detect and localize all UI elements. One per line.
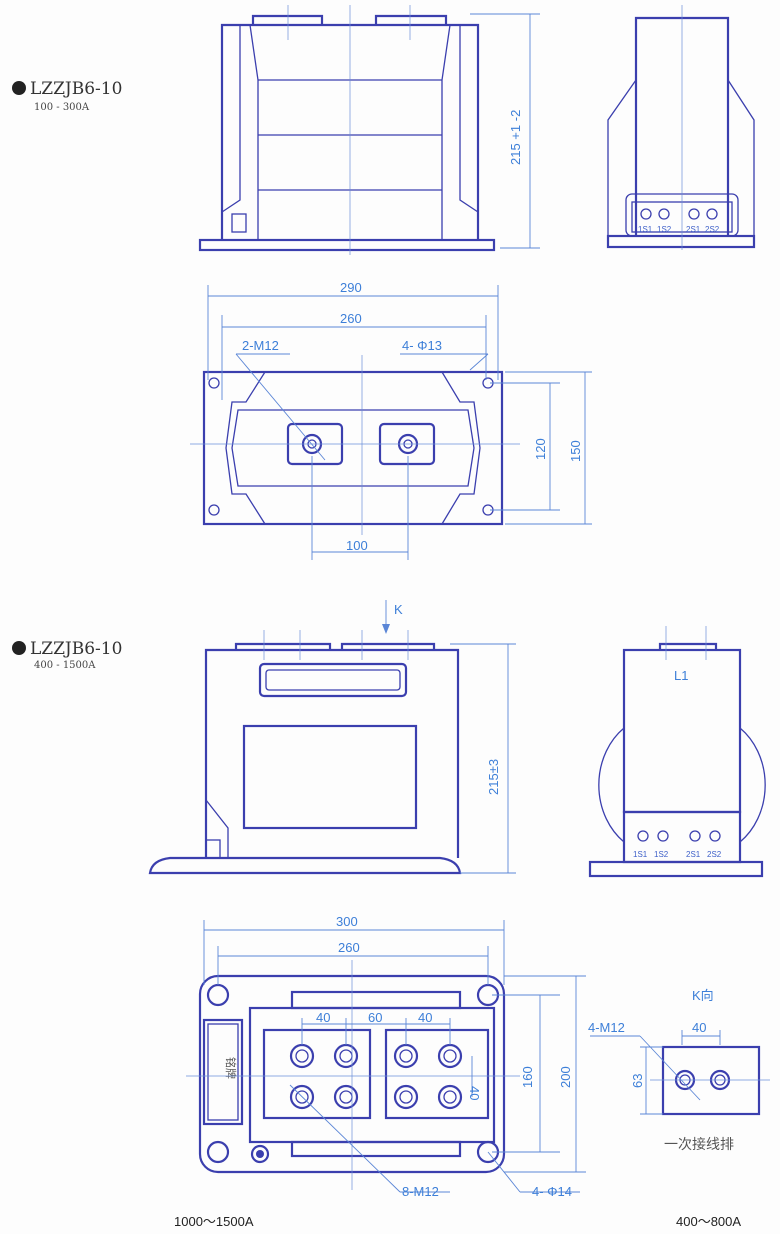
side-view-large — [588, 626, 766, 878]
dim-40-b: 40 — [418, 1010, 432, 1025]
dim-300: 300 — [336, 914, 358, 929]
hole-label-4-d14: 4- Φ14 — [532, 1184, 572, 1199]
range-label-2: 400 - 1500A — [34, 660, 96, 671]
plan-view-small — [190, 285, 592, 560]
dim-40-vertical: 40 — [467, 1086, 482, 1100]
k-arrow-label: K — [394, 602, 403, 617]
hole-label-4-d13: 4- Φ13 — [402, 338, 442, 353]
front-view-large — [148, 600, 516, 875]
k-view-dim-63: 63 — [630, 1074, 645, 1088]
dim-120: 120 — [533, 438, 548, 460]
model-label-2: LZZJB6-10 — [30, 639, 122, 659]
svg-text:1S2: 1S2 — [654, 850, 669, 859]
dim-150: 150 — [568, 440, 583, 462]
svg-text:1S2: 1S2 — [657, 225, 672, 234]
range-label-1: 100 - 300A — [34, 102, 90, 113]
dim-40-a: 40 — [316, 1010, 330, 1025]
dim-260-b: 260 — [338, 940, 360, 955]
k-view-busbar — [590, 1030, 770, 1116]
dim-260: 260 — [340, 311, 362, 326]
bullet-icon — [12, 81, 26, 95]
k-view-bolt-label: 4-M12 — [588, 1020, 625, 1035]
caption-left: 1000～1500A — [174, 1214, 254, 1229]
bolt-label-2-m12: 2-M12 — [242, 338, 279, 353]
dim-200: 200 — [558, 1066, 573, 1088]
bullet-icon — [12, 641, 26, 655]
k-view-caption: 一次接线排 — [664, 1136, 734, 1153]
svg-text:2S1: 2S1 — [686, 850, 701, 859]
front-view-small — [198, 5, 540, 255]
bolt-label-8-m12: 8-M12 — [402, 1184, 439, 1199]
dim-290: 290 — [340, 280, 362, 295]
k-view-dim-40: 40 — [692, 1020, 706, 1035]
height-dim-top: 215 +1 -2 — [508, 110, 523, 165]
dim-60: 60 — [368, 1010, 382, 1025]
terminal-labels-bottom: 1S1 1S2 2S1 2S2 — [633, 850, 722, 859]
svg-text:1S1: 1S1 — [638, 225, 653, 234]
caption-right: 400～800A — [676, 1214, 741, 1229]
model-label-1: LZZJB6-10 — [30, 79, 122, 99]
height-dim-bottom: 215±3 — [486, 759, 501, 795]
plan-view-large: 铭牌 — [186, 920, 586, 1193]
svg-text:1S1: 1S1 — [633, 850, 648, 859]
svg-text:2S1: 2S1 — [686, 225, 701, 234]
side-label-l1: L1 — [674, 668, 688, 683]
svg-text:2S2: 2S2 — [707, 850, 722, 859]
terminal-labels-top: 1S1 1S2 2S1 2S2 — [638, 225, 720, 234]
side-view-small — [606, 5, 756, 250]
nameplate-label: 铭牌 — [224, 1057, 238, 1079]
dim-160: 160 — [520, 1066, 535, 1088]
k-view-title: K向 — [692, 988, 714, 1003]
svg-text:2S2: 2S2 — [705, 225, 720, 234]
dim-100: 100 — [346, 538, 368, 553]
